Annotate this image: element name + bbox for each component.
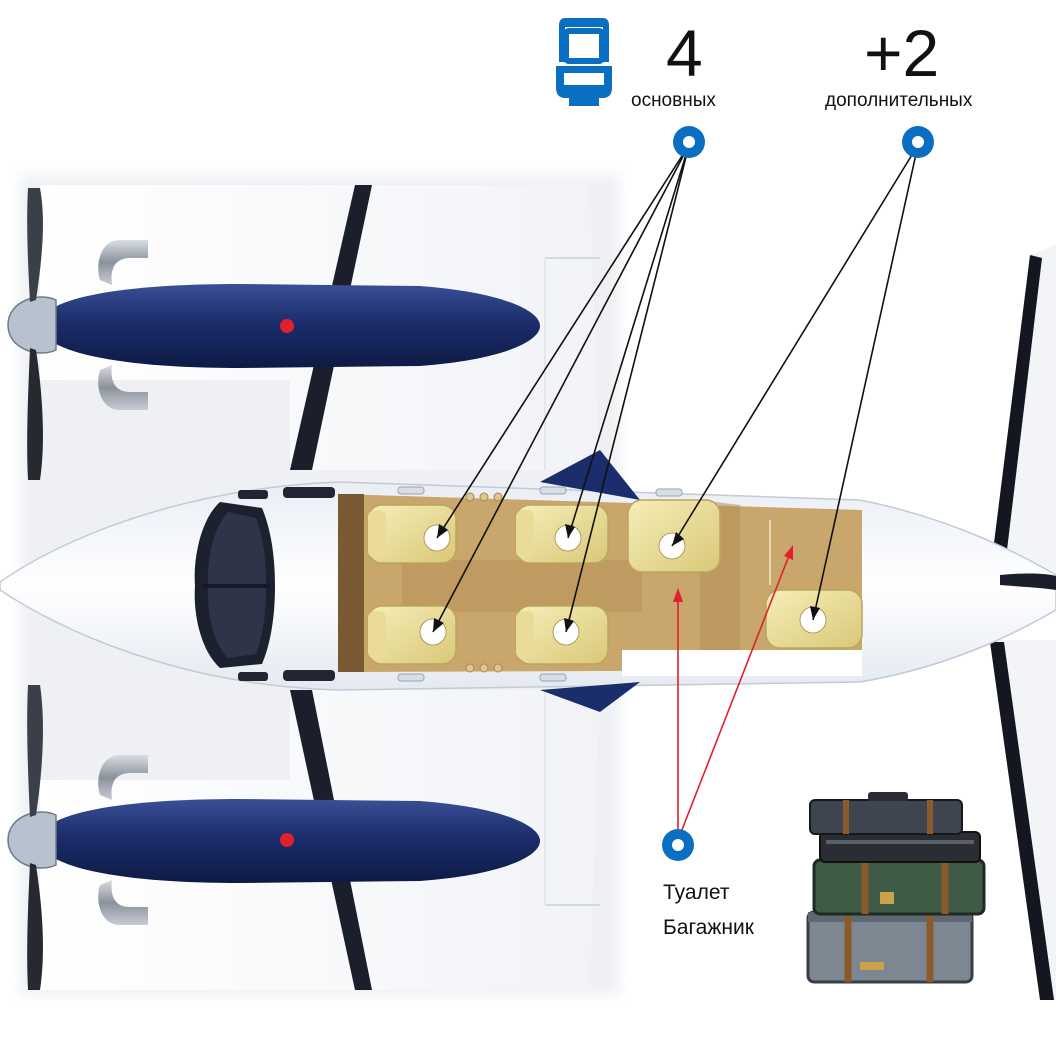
toilet-luggage-leader-lines [677,547,793,841]
ring-marker-icon [902,126,934,158]
toilet-label: Туалет [663,881,730,904]
main-seat-count: 4 [666,16,703,90]
toilet-luggage-arrowheads [673,545,793,602]
extra-seat-count: +2 [864,16,940,90]
main-seat-label: основных [631,90,716,111]
cockpit-windshield [194,487,335,681]
upper-engine-nacelle [7,188,540,480]
lower-engine-nacelle [7,685,540,990]
luggage-stack-icon [806,792,986,984]
seat-leader-arrowheads [433,524,820,632]
horizontal-stabilizer [990,245,1056,1000]
extra-seat-label: дополнительных [825,90,973,111]
seat-icon [556,18,612,106]
ring-marker-icon [673,126,705,158]
luggage-label: Багажник [663,916,754,939]
seat-leader-lines [432,144,919,633]
ring-marker-icon [662,829,694,861]
